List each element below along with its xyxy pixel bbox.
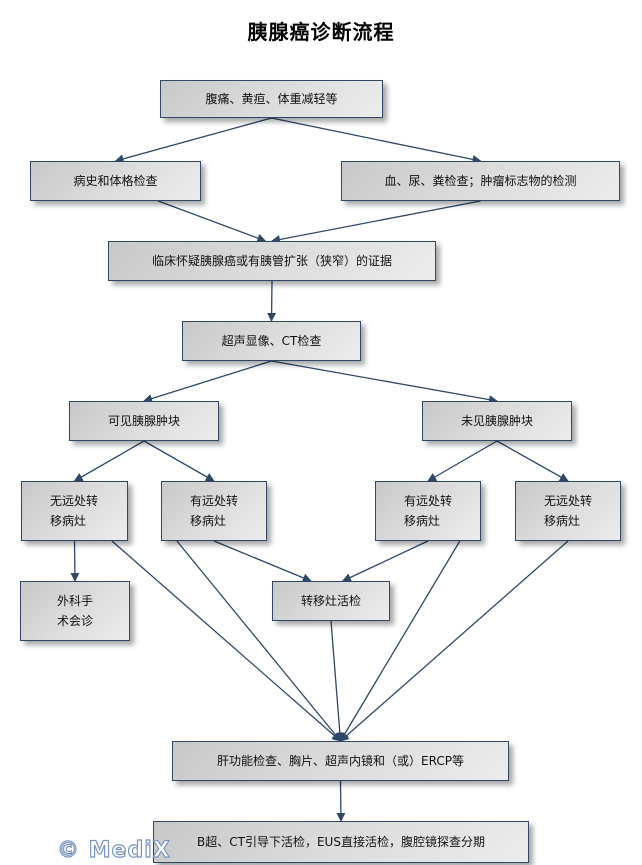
node-label: 未见胰腺肿块 bbox=[460, 414, 533, 428]
edge-n6-to-n8 bbox=[73, 440, 145, 482]
watermark-logo: © MediX bbox=[56, 837, 171, 863]
diagram-title: 胰腺癌诊断流程 bbox=[247, 20, 395, 44]
node-surgical-consult: 外科手 术会诊 bbox=[20, 581, 130, 641]
node-label: 可见胰腺肿块 bbox=[107, 414, 180, 428]
edge-n6-to-n9 bbox=[143, 440, 215, 482]
edge-n3-to-n4 bbox=[271, 200, 481, 244]
edge-n5-to-n7 bbox=[271, 360, 498, 405]
edge-n9-to-n14 bbox=[176, 540, 342, 742]
node-lab-tests: 血、尿、粪检查；肿瘤标志物的检测 bbox=[341, 161, 620, 201]
edge-n2-to-n4 bbox=[158, 200, 267, 243]
node-history-exam: 病史和体格检查 bbox=[30, 161, 201, 201]
edge-n1-to-n3 bbox=[271, 117, 482, 164]
node-symptoms: 腹痛、黄疸、体重减轻等 bbox=[160, 80, 383, 118]
edge-n10-to-n14 bbox=[339, 540, 461, 742]
node-metastasis-biopsy: 转移灶活检 bbox=[272, 581, 390, 621]
node-label: 腹痛、黄疸、体重减轻等 bbox=[205, 92, 338, 106]
node-label: 血、尿、粪检查；肿瘤标志物的检测 bbox=[384, 174, 577, 188]
node-label: 无远处转 移病灶 bbox=[544, 494, 593, 528]
node-label: 肝功能检查、胸片、超声内镜和（或）ERCP等 bbox=[217, 754, 464, 768]
node-label: B超、CT引导下活检，EUS直接活检，腹腔镜探查分期 bbox=[197, 835, 485, 849]
node-label: 有远处转 移病灶 bbox=[404, 494, 453, 528]
edge-n9-to-n13 bbox=[213, 540, 312, 583]
node-label: 转移灶活检 bbox=[300, 594, 361, 608]
edge-n7-to-n11 bbox=[496, 440, 569, 482]
edge-n4-to-n5 bbox=[267, 280, 277, 322]
edge-n10-to-n13 bbox=[341, 540, 429, 582]
node-imaging: 超声显像、CT检查 bbox=[182, 321, 361, 361]
node-metastasis-left: 有远处转 移病灶 bbox=[161, 481, 267, 541]
node-mass-visible: 可见胰腺肿块 bbox=[69, 401, 219, 441]
edge-n7-to-n10 bbox=[427, 440, 498, 482]
node-label: 病史和体格检查 bbox=[73, 174, 158, 188]
node-label: 临床怀疑胰腺癌或有胰管扩张（狭窄）的证据 bbox=[151, 254, 392, 268]
node-mass-not-visible: 未见胰腺肿块 bbox=[422, 401, 572, 441]
node-no-metastasis-left: 无远处转 移病灶 bbox=[21, 481, 128, 541]
node-label: 无远处转 移病灶 bbox=[50, 494, 99, 528]
node-label: 超声显像、CT检查 bbox=[221, 334, 322, 348]
edge-n1-to-n2 bbox=[114, 117, 272, 164]
node-further-tests: 肝功能检查、胸片、超声内镜和（或）ERCP等 bbox=[172, 741, 509, 781]
node-metastasis-right: 有远处转 移病灶 bbox=[375, 481, 481, 541]
edge-n11-to-n14 bbox=[339, 540, 569, 742]
edge-n5-to-n6 bbox=[143, 360, 272, 403]
edge-n13-to-n14 bbox=[330, 620, 345, 742]
edge-n8-to-n12 bbox=[70, 540, 80, 582]
edge-n14-to-n15 bbox=[336, 780, 346, 822]
node-label: 有远处转 移病灶 bbox=[190, 494, 239, 528]
node-clinical-suspicion: 临床怀疑胰腺癌或有胰管扩张（狭窄）的证据 bbox=[108, 241, 436, 281]
edge-n8-to-n14 bbox=[111, 540, 342, 742]
node-label: 外科手 术会诊 bbox=[56, 594, 93, 628]
node-biopsy-staging: B超、CT引导下活检，EUS直接活检，腹腔镜探查分期 bbox=[153, 821, 529, 863]
node-no-metastasis-right: 无远处转 移病灶 bbox=[515, 481, 621, 541]
